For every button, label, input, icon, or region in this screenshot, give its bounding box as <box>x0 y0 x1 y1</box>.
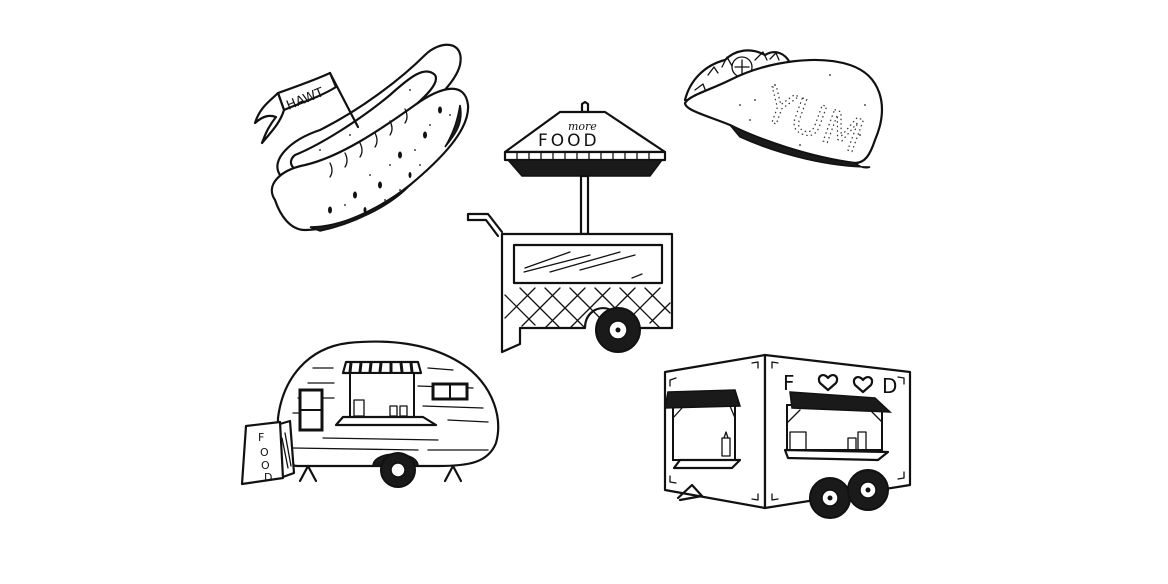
food-cart-drawing: more FOOD <box>466 100 674 354</box>
camper-sign-letter-4: D <box>264 471 272 484</box>
food-trailer-illustration: F D <box>660 350 920 525</box>
camper-drawing: F O O D <box>240 340 500 488</box>
heart-icon <box>817 374 839 392</box>
trailer-text-start: F <box>783 371 795 395</box>
taco-illustration: YUM <box>680 45 910 175</box>
umbrella-text: FOOD <box>538 131 600 151</box>
taco-drawing: YUM <box>683 49 883 169</box>
camper-illustration: F O O D <box>238 338 508 493</box>
camper-sign-letter-3: O <box>261 459 270 472</box>
camper-sign-letter-2: O <box>260 446 269 459</box>
camper-sign-letter-1: F <box>258 431 264 444</box>
trailer-text-end: D <box>882 374 897 398</box>
heart-icon <box>852 376 874 394</box>
hot-dog-illustration: HAWT <box>250 35 480 235</box>
umbrella-small-text: more <box>568 120 597 133</box>
food-cart-illustration: more FOOD <box>460 100 680 360</box>
food-trailer-drawing: F D <box>663 353 912 519</box>
hot-dog-drawing: HAWT <box>253 43 470 232</box>
